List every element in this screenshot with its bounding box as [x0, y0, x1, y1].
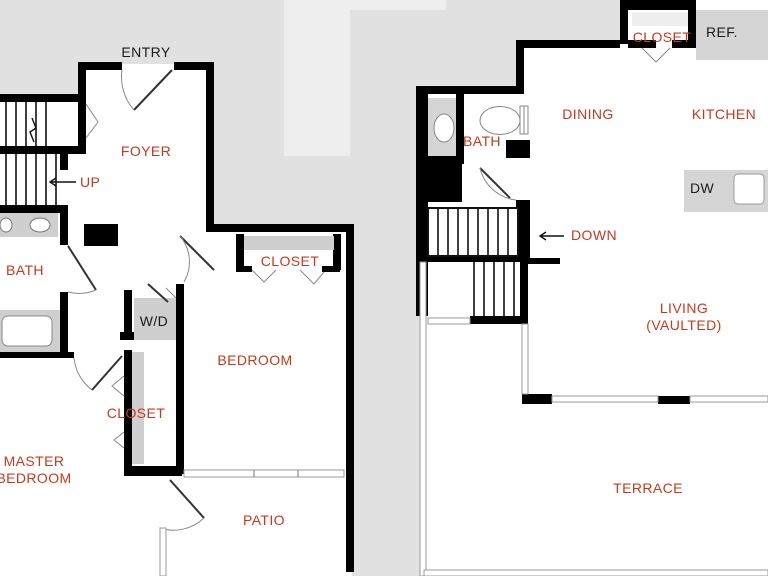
label-ref: REF.: [706, 24, 738, 40]
washer-dryer: [134, 298, 176, 340]
down-arrow: [538, 231, 564, 241]
label-master-line2: BEDROOM: [0, 470, 72, 486]
label-living-line2: (VAULTED): [646, 317, 721, 333]
upper-labels: CLOSET REF. DINING KITCHEN BATH DW DOWN …: [463, 24, 756, 496]
upper-doors: [479, 47, 671, 201]
closet-shelf: [632, 12, 692, 26]
label-patio: PATIO: [243, 512, 285, 528]
bath-sink-right: [29, 217, 51, 233]
lower-windows: [159, 469, 345, 576]
label-down: DOWN: [571, 227, 617, 243]
bedroom-closet-shelf: [244, 236, 334, 250]
label-up: UP: [80, 174, 100, 190]
upper-walls: [416, 0, 696, 404]
lower-labels: ENTRY FOYER UP BATH W/D BEDROOM CLOSET C…: [0, 44, 319, 528]
ref-space: [696, 10, 768, 60]
up-arrow: [48, 177, 76, 187]
upper-level: [416, 0, 768, 576]
label-wd: W/D: [140, 313, 168, 329]
label-closet-hall: CLOSET: [107, 405, 165, 421]
label-closet-upper: CLOSET: [633, 29, 691, 45]
hall-closet-shelf: [132, 352, 144, 464]
bath-sink: [433, 113, 455, 143]
label-closet-bedroom: CLOSET: [261, 253, 319, 269]
lower-walls: [0, 62, 354, 572]
bath-sink-left: [0, 217, 13, 233]
label-foyer: FOYER: [121, 143, 171, 159]
label-bedroom: BEDROOM: [217, 352, 292, 368]
label-entry: ENTRY: [121, 44, 170, 60]
upper-stairs: [427, 207, 519, 316]
label-terrace: TERRACE: [613, 480, 683, 496]
label-dining: DINING: [562, 106, 613, 122]
label-master-line1: MASTER: [4, 453, 65, 469]
label-dw: DW: [690, 180, 715, 196]
label-bath-lower: BATH: [6, 262, 44, 278]
lower-gap-top-left: [0, 64, 78, 94]
bath-tub-basin: [1, 315, 53, 347]
divider-block-top: [284, 0, 350, 156]
kitchen-sink: [733, 173, 765, 205]
label-living-line1: LIVING: [660, 300, 708, 316]
label-bath-upper: BATH: [463, 133, 501, 149]
lower-gap-bottom: [160, 528, 352, 576]
lower-stairs: [5, 102, 57, 205]
label-kitchen: KITCHEN: [692, 106, 756, 122]
toilet: [479, 105, 529, 135]
upper-windows: [419, 261, 768, 576]
divider-block-right: [350, 0, 446, 10]
